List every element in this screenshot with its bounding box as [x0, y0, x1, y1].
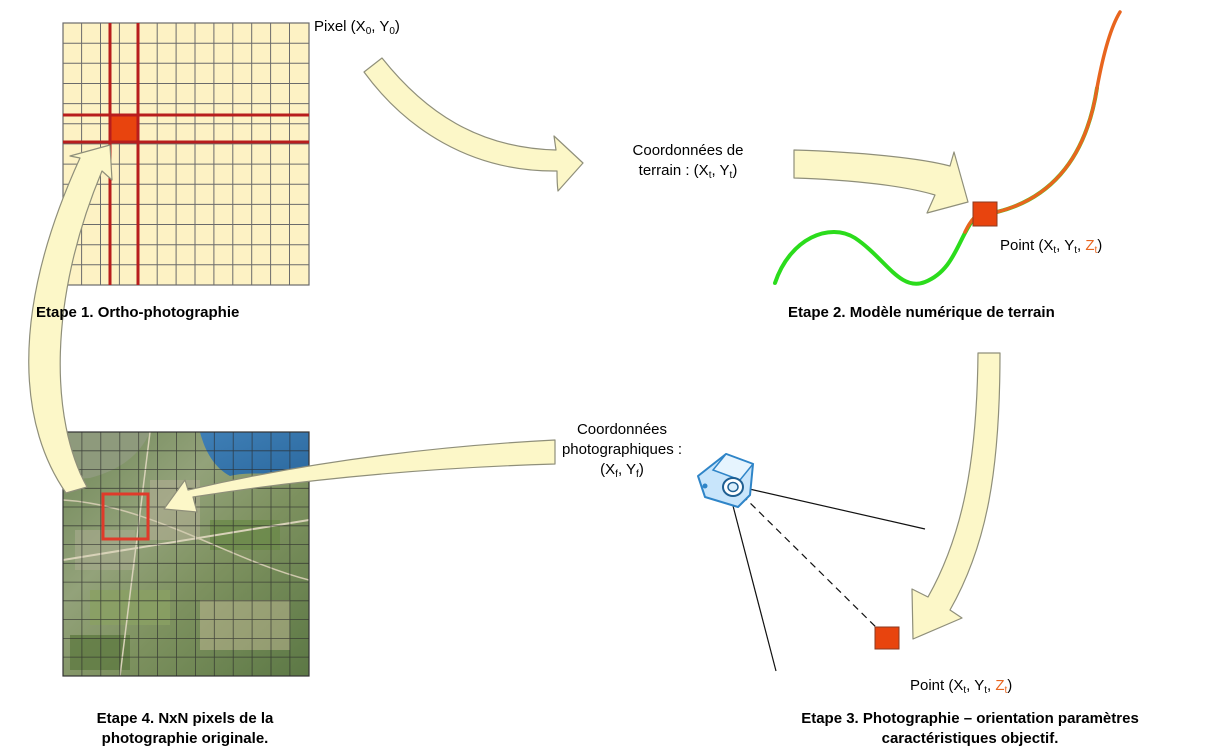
pixel-window — [101, 492, 150, 541]
step4-title: Etape 4. NxN pixels de la photographie o… — [96, 710, 274, 747]
photo-point-label: Point (Xt, Yt, Zt) — [910, 677, 1013, 696]
step2-title: Etape 2. Modèle numérique de terrain — [788, 304, 1055, 321]
aerial-photo — [62, 431, 310, 677]
pixel-label: Pixel (X0, Y0) — [314, 18, 400, 37]
arrow-pixel-to-terrain — [363, 57, 584, 192]
camera-icon — [697, 453, 755, 508]
arrow-model-to-photo — [911, 352, 1001, 640]
terrain-point — [972, 201, 998, 227]
photo-coords-label: Coordonnées photographiques : (Xf, Yf) — [561, 421, 683, 480]
terrain-point-label: Point (Xt, Yt, Zt) — [1000, 237, 1103, 256]
terrain-coords-label: Coordonnées de terrain : (Xt, Yt) — [632, 142, 744, 181]
step3-title: Etape 3. Photographie – orientation para… — [801, 710, 1139, 747]
terrain-curve — [773, 10, 1122, 286]
selected-pixel — [111, 116, 137, 141]
photo-point — [874, 626, 900, 650]
arrow-pixels-to-ortho — [28, 144, 113, 494]
arrow-terrain-to-model — [793, 149, 969, 214]
step1-title: Etape 1. Ortho-photographie — [36, 304, 240, 321]
camera-projection — [731, 487, 926, 672]
arrow-photo-to-pixels — [163, 439, 556, 513]
